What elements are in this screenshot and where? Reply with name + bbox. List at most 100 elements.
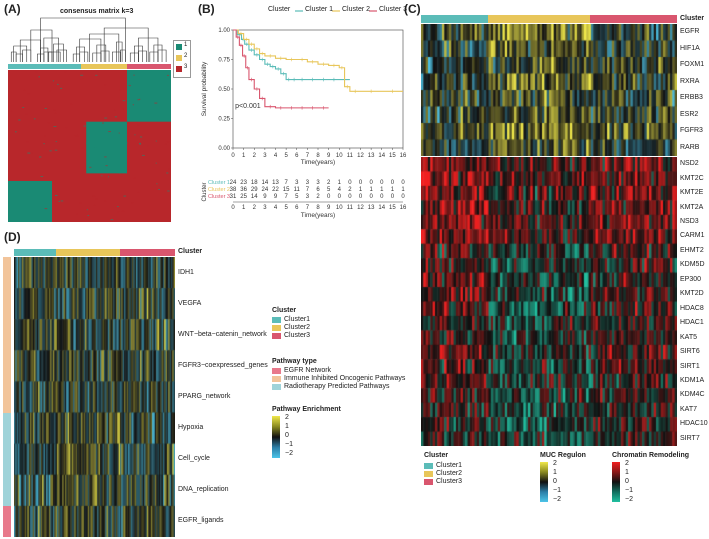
matrix-noise [60,200,64,202]
risk-cell: 3 [306,194,310,200]
d-legend-enrich-tick-2: 2 [285,414,289,421]
risk-cell: 0 [359,194,363,200]
risk-x-tick-label: 9 [327,205,331,211]
gene-label-rarb: RARB [680,143,700,151]
legend-swatch-2 [176,55,182,61]
risk-cell: 2 [327,180,331,186]
gene-label-egfr: EGFR [680,28,700,36]
pathway-type-bar [3,319,11,351]
panel-b-label: (B) [198,2,215,16]
c-legend-chrom-tick-0: 0 [625,478,629,485]
cluster-segment [55,249,121,256]
matrix-noise [118,132,120,134]
d-legend-type-swatch-immune [272,376,281,382]
risk-x-tick-label: 1 [242,205,246,211]
d-legend-cluster3: Cluster3 [284,332,311,339]
pathway-cluster-bar [14,249,175,256]
risk-cell: 3 [295,180,299,186]
gene-label-sirt1: SIRT1 [680,362,700,370]
gene-label-fgfr3: FGFR3 [680,127,703,135]
matrix-noise [74,135,76,137]
matrix-noise [114,116,118,118]
gene-label-kdm5d: KDM5D [680,261,705,269]
matrix-noise [87,215,89,217]
c-legend-chrom-tick-m1: −1 [625,487,633,494]
gene-label-nsd2: NSD2 [680,160,699,168]
consensus-cluster-bar [8,64,171,69]
risk-cell: 1 [359,187,363,193]
risk-cell: 9 [263,194,267,200]
pathway-label-fgfr3-coexpressed-genes: FGFR3−coexpressed_genes [178,361,268,369]
risk-cell: 5 [327,187,331,193]
matrix-noise [118,172,121,174]
km-y-tick-label: 0.50 [218,87,230,93]
gene-label-erbb3: ERBB3 [680,94,703,102]
matrix-noise [49,90,52,92]
matrix-noise [40,175,44,177]
matrix-noise [128,85,131,87]
gene-label-hif1a: HIF1A [680,44,700,52]
risk-cell: 5 [295,194,299,200]
risk-x-tick-label: 4 [274,205,278,211]
matrix-noise [107,176,110,178]
consensus-title: consensus matrix k=3 [60,8,134,15]
c-legend-muc-tick-1: 1 [553,469,557,476]
matrix-noise [154,82,157,84]
risk-x-tick-label: 14 [378,205,385,211]
c-legend-swatch-2 [424,471,433,477]
legend-label-2: 2 [184,53,188,59]
matrix-noise [104,84,107,86]
risk-cell: 0 [338,194,342,200]
gene-label-hdac8: HDAC8 [680,304,704,312]
risk-x-tick-label: 12 [357,205,364,211]
matrix-noise [131,202,134,204]
d-legend-enrich-title: Pathway Enrichment [272,406,341,413]
matrix-noise [167,74,169,76]
dendrogram-branch [15,53,23,62]
matrix-noise [76,213,79,215]
c-legend-muc-title: MUC Regulon [540,452,586,459]
risk-x-tick-label: 0 [231,205,235,211]
gene-label-kdm1a: KDM1A [680,376,705,384]
pathway-type-bar [3,257,11,289]
risk-x-tick-label: 10 [336,205,343,211]
matrix-noise [49,181,51,183]
dendrogram-branch [76,46,85,62]
dendrogram-branch [56,49,67,62]
gene-label-kdm4c: KDM4C [680,391,705,399]
c-legend-muc-tick-m2: −2 [553,496,561,503]
d-legend-enrich-tick-1: 1 [285,423,289,430]
risk-x-tick-label: 5 [284,205,288,211]
matrix-noise [105,165,108,167]
matrix-noise [158,189,160,191]
matrix-noise [138,142,142,144]
matrix-noise [22,106,25,108]
matrix-noise [25,113,28,115]
matrix-noise [121,210,125,212]
matrix-noise [113,130,117,132]
risk-cell: 0 [391,194,395,200]
matrix-noise [60,87,63,89]
risk-y-axis-label: Cluster [202,182,208,201]
km-x-tick-label: 5 [284,153,288,159]
matrix-noise [104,117,108,119]
chromatin-heatmap [421,157,677,446]
matrix-noise [85,142,88,144]
gene-label-esr2: ESR2 [680,110,699,118]
c-legend-swatch-1 [424,463,433,469]
matrix-noise [79,202,82,204]
c-legend-swatch-3 [424,479,433,485]
dendrogram-branch [100,50,110,62]
matrix-noise [137,99,140,101]
risk-cell: 0 [380,180,384,186]
gene-label-sirt6: SIRT6 [680,348,700,356]
matrix-noise [121,173,123,175]
matrix-noise [118,137,120,139]
muc-cluster-bar [421,15,677,23]
km-y-tick-label: 0.25 [218,117,230,123]
km-x-tick-label: 12 [357,153,364,159]
panel-c-label: (C) [404,2,421,16]
risk-cell: 2 [348,187,352,193]
matrix-noise [122,108,124,110]
